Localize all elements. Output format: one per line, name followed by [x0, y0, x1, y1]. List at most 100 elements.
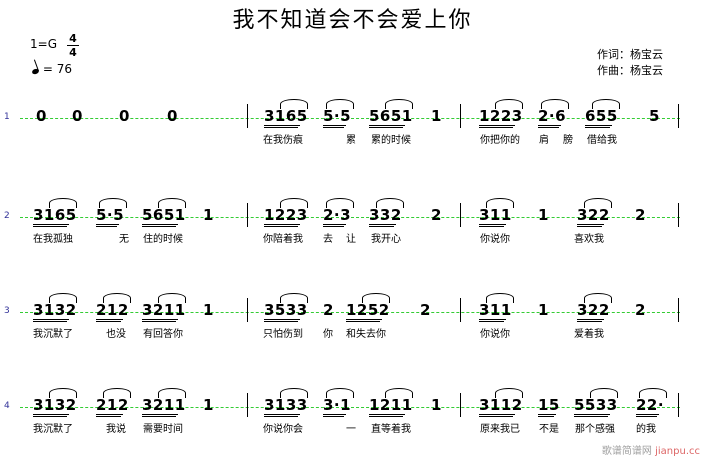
- beam-underline: [96, 226, 117, 227]
- beam-underline: [142, 416, 176, 417]
- slur-arc: [590, 388, 618, 398]
- slur-arc: [486, 198, 514, 208]
- lyric-text: 只怕伤到: [263, 329, 303, 340]
- note-group: 0: [36, 107, 47, 125]
- note-group: 3165: [264, 107, 308, 125]
- note-group: 1211: [369, 396, 413, 414]
- beam-underline: [33, 321, 67, 322]
- beam-underline: [323, 414, 346, 415]
- lyric-text: 需要时间: [143, 424, 183, 435]
- time-signature-top: 4: [69, 32, 77, 45]
- note-group: 311: [479, 206, 512, 224]
- slur-arc: [639, 388, 667, 398]
- quarter-note-icon: [31, 67, 40, 76]
- note-group: 5651: [369, 107, 413, 125]
- bar-line: [460, 104, 461, 128]
- beam-underline: [577, 321, 602, 322]
- slur-arc: [49, 198, 77, 208]
- note-group: 1: [203, 396, 214, 414]
- beam-underline: [264, 125, 300, 126]
- beam-underline: [323, 125, 346, 126]
- lyric-text: 一: [346, 424, 356, 435]
- note-group: 2: [420, 301, 431, 319]
- note-group: 2: [635, 301, 646, 319]
- beam-underline: [264, 321, 298, 322]
- note-group: 0: [167, 107, 178, 125]
- note-group: 1: [203, 206, 214, 224]
- lyric-text: 累的时候: [371, 135, 411, 146]
- staff-guide-line: [20, 118, 680, 119]
- note-group: 3211: [142, 396, 186, 414]
- bar-line: [247, 298, 248, 322]
- bar-line: [247, 104, 248, 128]
- slur-arc: [584, 293, 612, 303]
- note-group: 5·5: [96, 206, 125, 224]
- beam-underline: [479, 416, 513, 417]
- note-group: 332: [369, 206, 402, 224]
- lyric-text: 和失去你: [346, 329, 386, 340]
- beam-underline: [538, 414, 556, 415]
- beam-underline: [538, 416, 554, 417]
- beam-underline: [96, 321, 121, 322]
- beam-underline: [142, 226, 176, 227]
- row-number: 1: [4, 112, 10, 122]
- beam-underline: [369, 414, 405, 415]
- beam-underline: [33, 414, 69, 415]
- slur-arc: [103, 293, 131, 303]
- beam-underline: [264, 319, 300, 320]
- time-signature: 4 4: [67, 33, 79, 58]
- beam-underline: [574, 416, 608, 417]
- slur-arc: [326, 99, 354, 109]
- staff-guide-line: [20, 217, 680, 218]
- bar-line: [678, 393, 679, 417]
- lyric-text: 喜欢我: [574, 234, 604, 245]
- lyric-text: 累: [346, 135, 356, 146]
- row-number: 2: [4, 211, 10, 221]
- lyric-text: 在我伤痕: [263, 135, 303, 146]
- lyric-text: 原来我已: [480, 424, 520, 435]
- note-group: 15: [538, 396, 560, 414]
- note-group: 1223: [479, 107, 523, 125]
- beam-underline: [264, 416, 298, 417]
- slur-arc: [158, 293, 186, 303]
- lyric-text: 在我孤独: [33, 234, 73, 245]
- beam-underline: [479, 321, 504, 322]
- lyric-text: 膀: [563, 135, 573, 146]
- note-group: 2: [323, 301, 334, 319]
- beam-underline: [323, 224, 346, 225]
- bar-line: [247, 393, 248, 417]
- beam-underline: [323, 127, 344, 128]
- beam-underline: [323, 226, 344, 227]
- note-group: 1: [538, 301, 549, 319]
- beam-underline: [264, 226, 298, 227]
- beam-underline: [346, 319, 382, 320]
- lyric-text: 你说你: [480, 234, 510, 245]
- lyric-text: 我沉默了: [33, 329, 73, 340]
- lyric-text: 你: [323, 329, 333, 340]
- beam-underline: [479, 414, 515, 415]
- beam-underline: [577, 226, 602, 227]
- note-group: 311: [479, 301, 512, 319]
- lyric-text: 我沉默了: [33, 424, 73, 435]
- bar-line: [247, 203, 248, 227]
- beam-underline: [538, 127, 559, 128]
- lyric-text: 借给我: [587, 135, 617, 146]
- lyric-text: 去: [323, 234, 333, 245]
- beam-underline: [142, 321, 176, 322]
- tempo-value: = 76: [42, 62, 72, 76]
- lyric-text: 我开心: [371, 234, 401, 245]
- note-group: 1252: [346, 301, 390, 319]
- beam-underline: [346, 321, 380, 322]
- composer-credit: 作曲：杨宝云: [597, 64, 663, 77]
- slur-arc: [280, 293, 308, 303]
- note-group: 1: [203, 301, 214, 319]
- slur-arc: [495, 99, 523, 109]
- note-group: 655: [585, 107, 618, 125]
- lyric-text: 我说: [106, 424, 126, 435]
- beam-underline: [369, 127, 403, 128]
- slur-arc: [280, 198, 308, 208]
- note-group: 5533: [574, 396, 618, 414]
- note-group: 212: [96, 396, 129, 414]
- note-group: 3132: [33, 396, 77, 414]
- note-group: 1: [431, 396, 442, 414]
